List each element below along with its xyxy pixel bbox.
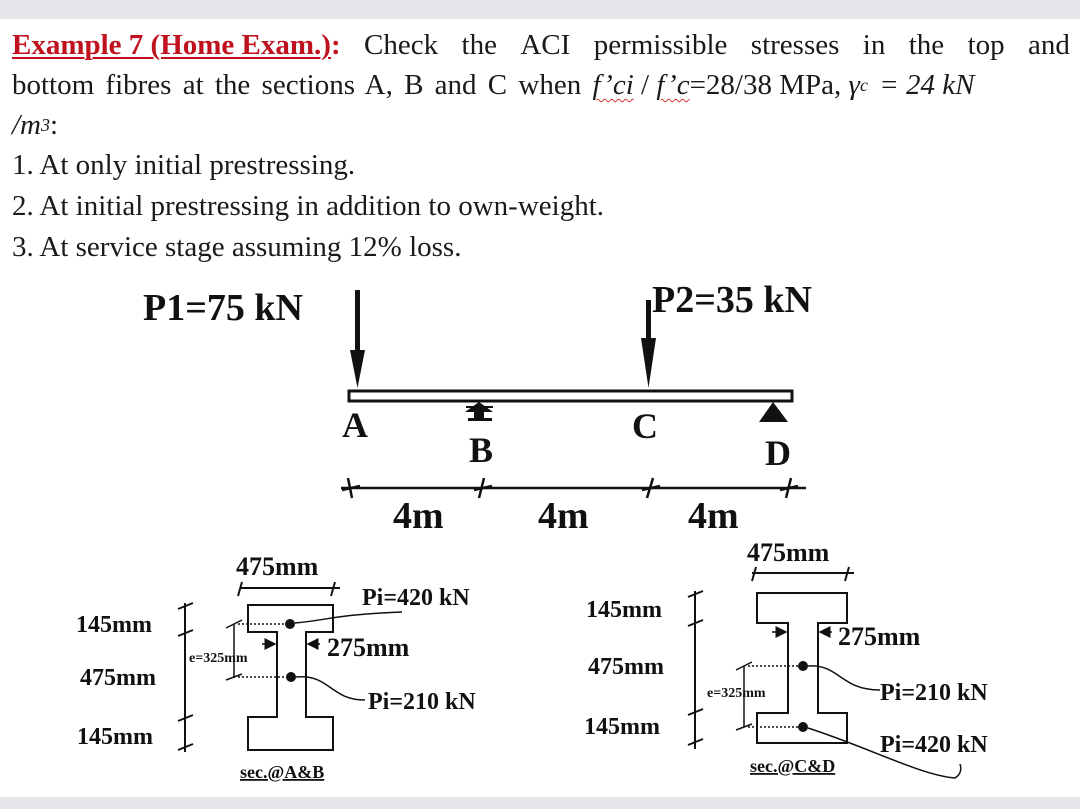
task-item-3: 3. At service stage assuming 12% loss.: [12, 231, 462, 263]
title-colon: :: [330, 29, 341, 61]
statement-line-2: bottom fibres at the sections A, B and C…: [12, 65, 1070, 105]
unit-exponent: 3: [41, 115, 50, 135]
word: and: [1028, 29, 1070, 61]
tendon-upper-dot: [285, 619, 295, 629]
section-caption: sec.@C&D: [750, 756, 835, 776]
word: permissible: [593, 29, 728, 61]
fci-symbol: f’ci: [592, 69, 634, 101]
word: the: [461, 29, 497, 61]
leader-lower: [807, 727, 962, 779]
top-flange-label: 145mm: [76, 612, 152, 638]
document-page: Example 7 (Home Exam.): Check the ACI pe…: [0, 19, 1080, 797]
eccentricity-label: e=325mm: [189, 651, 248, 666]
top-flange-label: 145mm: [586, 597, 662, 623]
tendon-lower-label: Pi=420 kN: [880, 732, 988, 758]
problem-statement: Example 7 (Home Exam.): Check the ACI pe…: [12, 25, 1070, 268]
point-d-label: D: [765, 433, 791, 473]
leader-lower: [295, 676, 366, 701]
height-dimension-line: [177, 602, 194, 752]
section-caption: sec.@A&B: [240, 762, 324, 782]
height-dimension-line: [687, 590, 704, 749]
span-ab-label: 4m: [393, 495, 444, 537]
section-c-d: 475mm 145mm 475mm 145mm e=325mm 2: [584, 538, 988, 779]
word: Check: [364, 29, 439, 61]
fc-symbol: f’c: [656, 69, 690, 101]
tendon-lower-dot: [798, 722, 808, 732]
top-width-label: 475mm: [236, 552, 319, 581]
tendon-upper-dot: [798, 661, 808, 671]
leader-upper: [807, 665, 881, 691]
span-bc-label: 4m: [538, 495, 589, 537]
strength-values: =28/38 MPa,: [689, 69, 849, 101]
point-a-label: A: [342, 405, 368, 445]
example-title: Example 7 (Home Exam.): [12, 29, 331, 61]
web-height-label: 475mm: [588, 654, 664, 680]
top-width-dimension: [237, 581, 340, 597]
tendon-lower-label: Pi=210 kN: [368, 689, 476, 715]
statement-line-1: Example 7 (Home Exam.): Check the ACI pe…: [12, 25, 1070, 65]
load-arrow-p1-icon: [350, 290, 365, 388]
statement-text: bottom fibres at the sections A, B and C…: [12, 69, 593, 101]
load-p1-label: P1=75 kN: [143, 287, 303, 329]
web-height-label: 475mm: [80, 665, 156, 691]
word: the: [908, 29, 945, 61]
word: top: [967, 29, 1005, 61]
tendon-upper-label: Pi=420 kN: [362, 585, 470, 611]
point-b-label: B: [469, 430, 493, 470]
load-arrow-p2-icon: [641, 300, 656, 388]
word: stresses: [750, 29, 840, 61]
load-p2-label: P2=35 kN: [652, 279, 812, 321]
section-a-b: 475mm 145mm 475mm 145mm e=325mm 2: [76, 552, 476, 782]
bottom-flange-label: 145mm: [584, 714, 660, 740]
beam-diagram: P1=75 kN P2=35 kN A B C D: [143, 279, 812, 537]
tendon-upper-label: Pi=210 kN: [880, 680, 988, 706]
eccentricity-label: e=325mm: [707, 686, 766, 701]
unit-colon: :: [49, 109, 59, 141]
word: in: [862, 29, 886, 61]
eccentricity-dimension: [735, 661, 799, 731]
roller-support-icon: [465, 402, 493, 421]
top-width-label: 475mm: [747, 538, 830, 567]
web-width-label: 275mm: [838, 622, 921, 651]
pin-support-icon: [759, 402, 788, 422]
bottom-flange-label: 145mm: [77, 724, 153, 750]
point-c-label: C: [632, 406, 658, 446]
web-width-label: 275mm: [327, 633, 410, 662]
gamma-subscript: c: [859, 75, 868, 95]
slash: /: [633, 69, 657, 101]
tendon-lower-dot: [286, 672, 296, 682]
word: ACI: [520, 29, 571, 61]
gamma-symbol: γ: [848, 69, 860, 101]
gamma-value: = 24 kN: [871, 69, 975, 101]
span-dimension-line: [341, 477, 806, 499]
unit-text: /m: [12, 109, 41, 141]
top-width-dimension: [751, 566, 854, 582]
span-cd-label: 4m: [688, 495, 739, 537]
leader-upper: [294, 611, 403, 624]
beam: [347, 389, 794, 403]
task-item-2: 2. At initial prestressing in addition t…: [12, 190, 605, 222]
eccentricity-dimension: [225, 619, 288, 681]
title-group: Example 7 (Home Exam.):: [12, 25, 341, 65]
task-item-1: 1. At only initial prestressing.: [12, 149, 356, 181]
